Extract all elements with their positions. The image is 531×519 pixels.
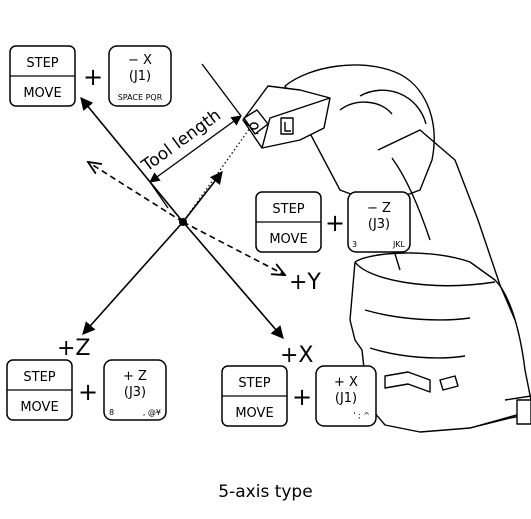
- axis-plus-x-arrow: [182, 221, 284, 339]
- move-label: MOVE: [269, 232, 307, 247]
- axis-minus-z-arrow: [182, 170, 223, 223]
- plus-sign: +: [83, 63, 103, 91]
- svg-text:(J1): (J1): [335, 391, 357, 406]
- axis-label-plus-y: +Y: [289, 270, 321, 295]
- axis-minus-x-arrow: [80, 97, 184, 223]
- step-label: STEP: [26, 56, 58, 71]
- plus-sign: +: [78, 378, 98, 406]
- tool-length-dimension: [149, 63, 242, 209]
- minus-z-key: [347, 191, 411, 253]
- figure-caption: 5-axis type: [218, 482, 313, 502]
- step-label: STEP: [23, 370, 55, 385]
- svg-text:JKL: JKL: [392, 240, 406, 249]
- key-combo-plus-z: STEP MOVE + + Z (J3) 8 , @¥: [6, 359, 167, 421]
- move-label: MOVE: [20, 400, 58, 415]
- svg-text:3: 3: [352, 240, 357, 249]
- svg-text:− X: − X: [128, 53, 152, 68]
- key-combo-plus-x: STEP MOVE + + X (J1) ' ; ^: [221, 365, 377, 427]
- svg-text:− Z: − Z: [367, 201, 391, 216]
- tool-center-point: [179, 218, 187, 226]
- plus-sign: +: [292, 383, 312, 411]
- robot-arm-illustration: [242, 64, 531, 433]
- axis-label-plus-x: +X: [280, 343, 314, 368]
- svg-text:+ Z: + Z: [123, 369, 147, 384]
- axis-plus-y-dashed-arrow: [182, 221, 285, 275]
- axis-label-plus-z: +Z: [57, 336, 91, 361]
- key-combo-minus-x: STEP MOVE + − X (J1) SPACE PQR: [9, 45, 172, 107]
- svg-text:' ; ^: ' ; ^: [353, 411, 370, 420]
- plus-x-key: [315, 365, 377, 427]
- move-label: MOVE: [235, 406, 273, 421]
- svg-text:(J3): (J3): [124, 385, 146, 400]
- minus-x-key: [108, 45, 172, 107]
- step-label: STEP: [238, 376, 270, 391]
- plus-z-key: [103, 359, 167, 421]
- axis-plus-z-arrow: [82, 221, 184, 335]
- svg-text:(J3): (J3): [368, 217, 390, 232]
- svg-text:+ X: + X: [334, 375, 358, 390]
- svg-text:(J1): (J1): [129, 69, 151, 84]
- key-combo-minus-z: STEP MOVE + − Z (J3) 3 JKL: [255, 191, 411, 253]
- svg-text:SPACE PQR: SPACE PQR: [118, 93, 163, 102]
- tool-length-label: Tool length: [137, 105, 224, 176]
- svg-text:8: 8: [109, 408, 114, 417]
- move-label: MOVE: [23, 86, 61, 101]
- svg-text:, @¥: , @¥: [143, 408, 161, 417]
- plus-sign: +: [325, 209, 345, 237]
- axis-minus-y-dashed-arrow: [88, 162, 184, 223]
- step-label: STEP: [272, 202, 304, 217]
